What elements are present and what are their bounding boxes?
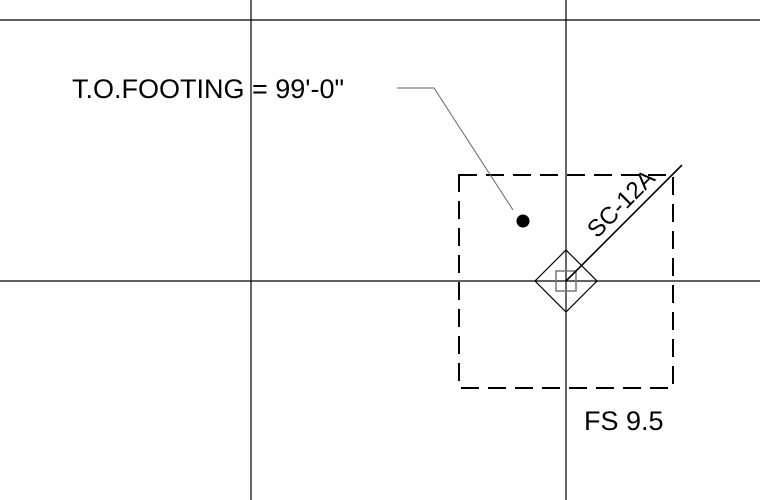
footing-elevation-note: T.O.FOOTING = 99'-0" [72,74,344,104]
column-tag-label: SC-12A [582,165,661,244]
footing-tag-label: FS 9.5 [584,406,664,436]
elevation-note-leader [397,87,514,211]
column-square [555,270,577,292]
column-tag-leader [565,164,683,282]
elevation-point-marker [516,214,530,228]
column-diamond [534,249,598,313]
